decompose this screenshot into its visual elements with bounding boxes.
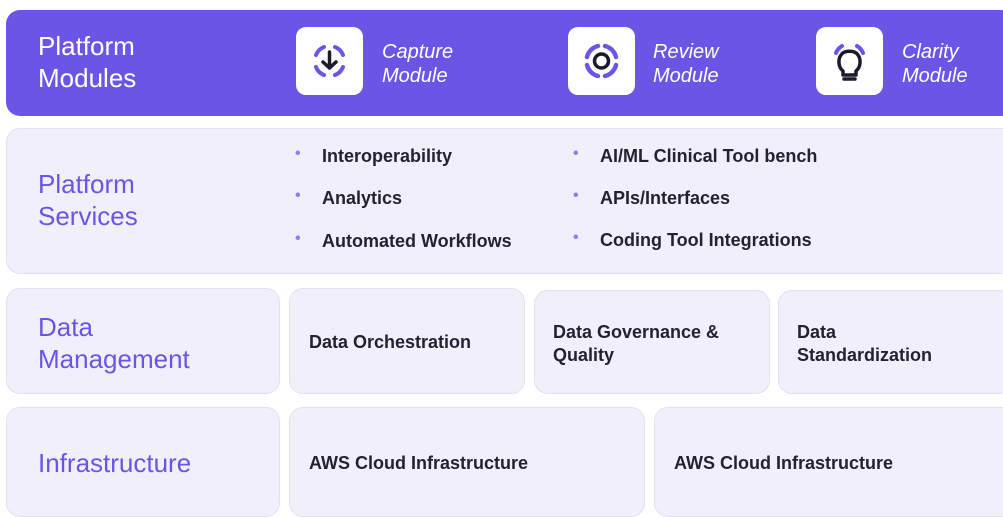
bullet-dot-icon: • bbox=[295, 145, 301, 162]
aws-cloud-card-1 bbox=[289, 407, 645, 517]
bullet-dot-icon: • bbox=[295, 187, 301, 204]
capture-module-label: Capture Module bbox=[382, 41, 454, 87]
target-ring-icon bbox=[584, 43, 619, 79]
platform-services-card bbox=[6, 128, 1003, 274]
download-arrow-icon bbox=[314, 45, 345, 77]
bullet-dot-icon: • bbox=[295, 230, 301, 247]
data-standardization-card bbox=[778, 290, 1003, 394]
bullet-dot-icon: • bbox=[573, 187, 579, 204]
platform-modules-title: Platform Modules bbox=[38, 31, 137, 93]
bullet-dot-icon: • bbox=[573, 229, 579, 246]
data-governance-card bbox=[534, 290, 770, 394]
review-module-label: Review Module bbox=[653, 41, 719, 87]
data-orchestration-card bbox=[289, 288, 525, 394]
clarity-module-label: Clarity Module bbox=[902, 41, 968, 87]
review-module-icon-box bbox=[568, 27, 635, 95]
data-governance-label: Data Governance & Quality bbox=[553, 322, 720, 365]
data-management-title: Data Management bbox=[38, 312, 190, 374]
data-standardization-label: Data Standardization bbox=[797, 322, 933, 365]
data-orchestration-label: Data Orchestration bbox=[309, 332, 472, 352]
lightbulb-icon bbox=[834, 44, 865, 81]
data-management-card bbox=[6, 288, 280, 394]
aws-cloud-card-2 bbox=[654, 407, 1003, 517]
aws-cloud-label-1: AWS Cloud Infrastructure bbox=[309, 453, 529, 473]
clarity-module-icon-box bbox=[816, 27, 883, 95]
bullet-dot-icon: • bbox=[573, 145, 579, 162]
capture-module-icon-box bbox=[296, 27, 363, 95]
aws-cloud-label-2: AWS Cloud Infrastructure bbox=[674, 453, 894, 473]
infrastructure-card bbox=[6, 407, 280, 517]
platform-services-title: Platform Services bbox=[38, 169, 138, 231]
infrastructure-title: Infrastructure bbox=[38, 448, 192, 478]
